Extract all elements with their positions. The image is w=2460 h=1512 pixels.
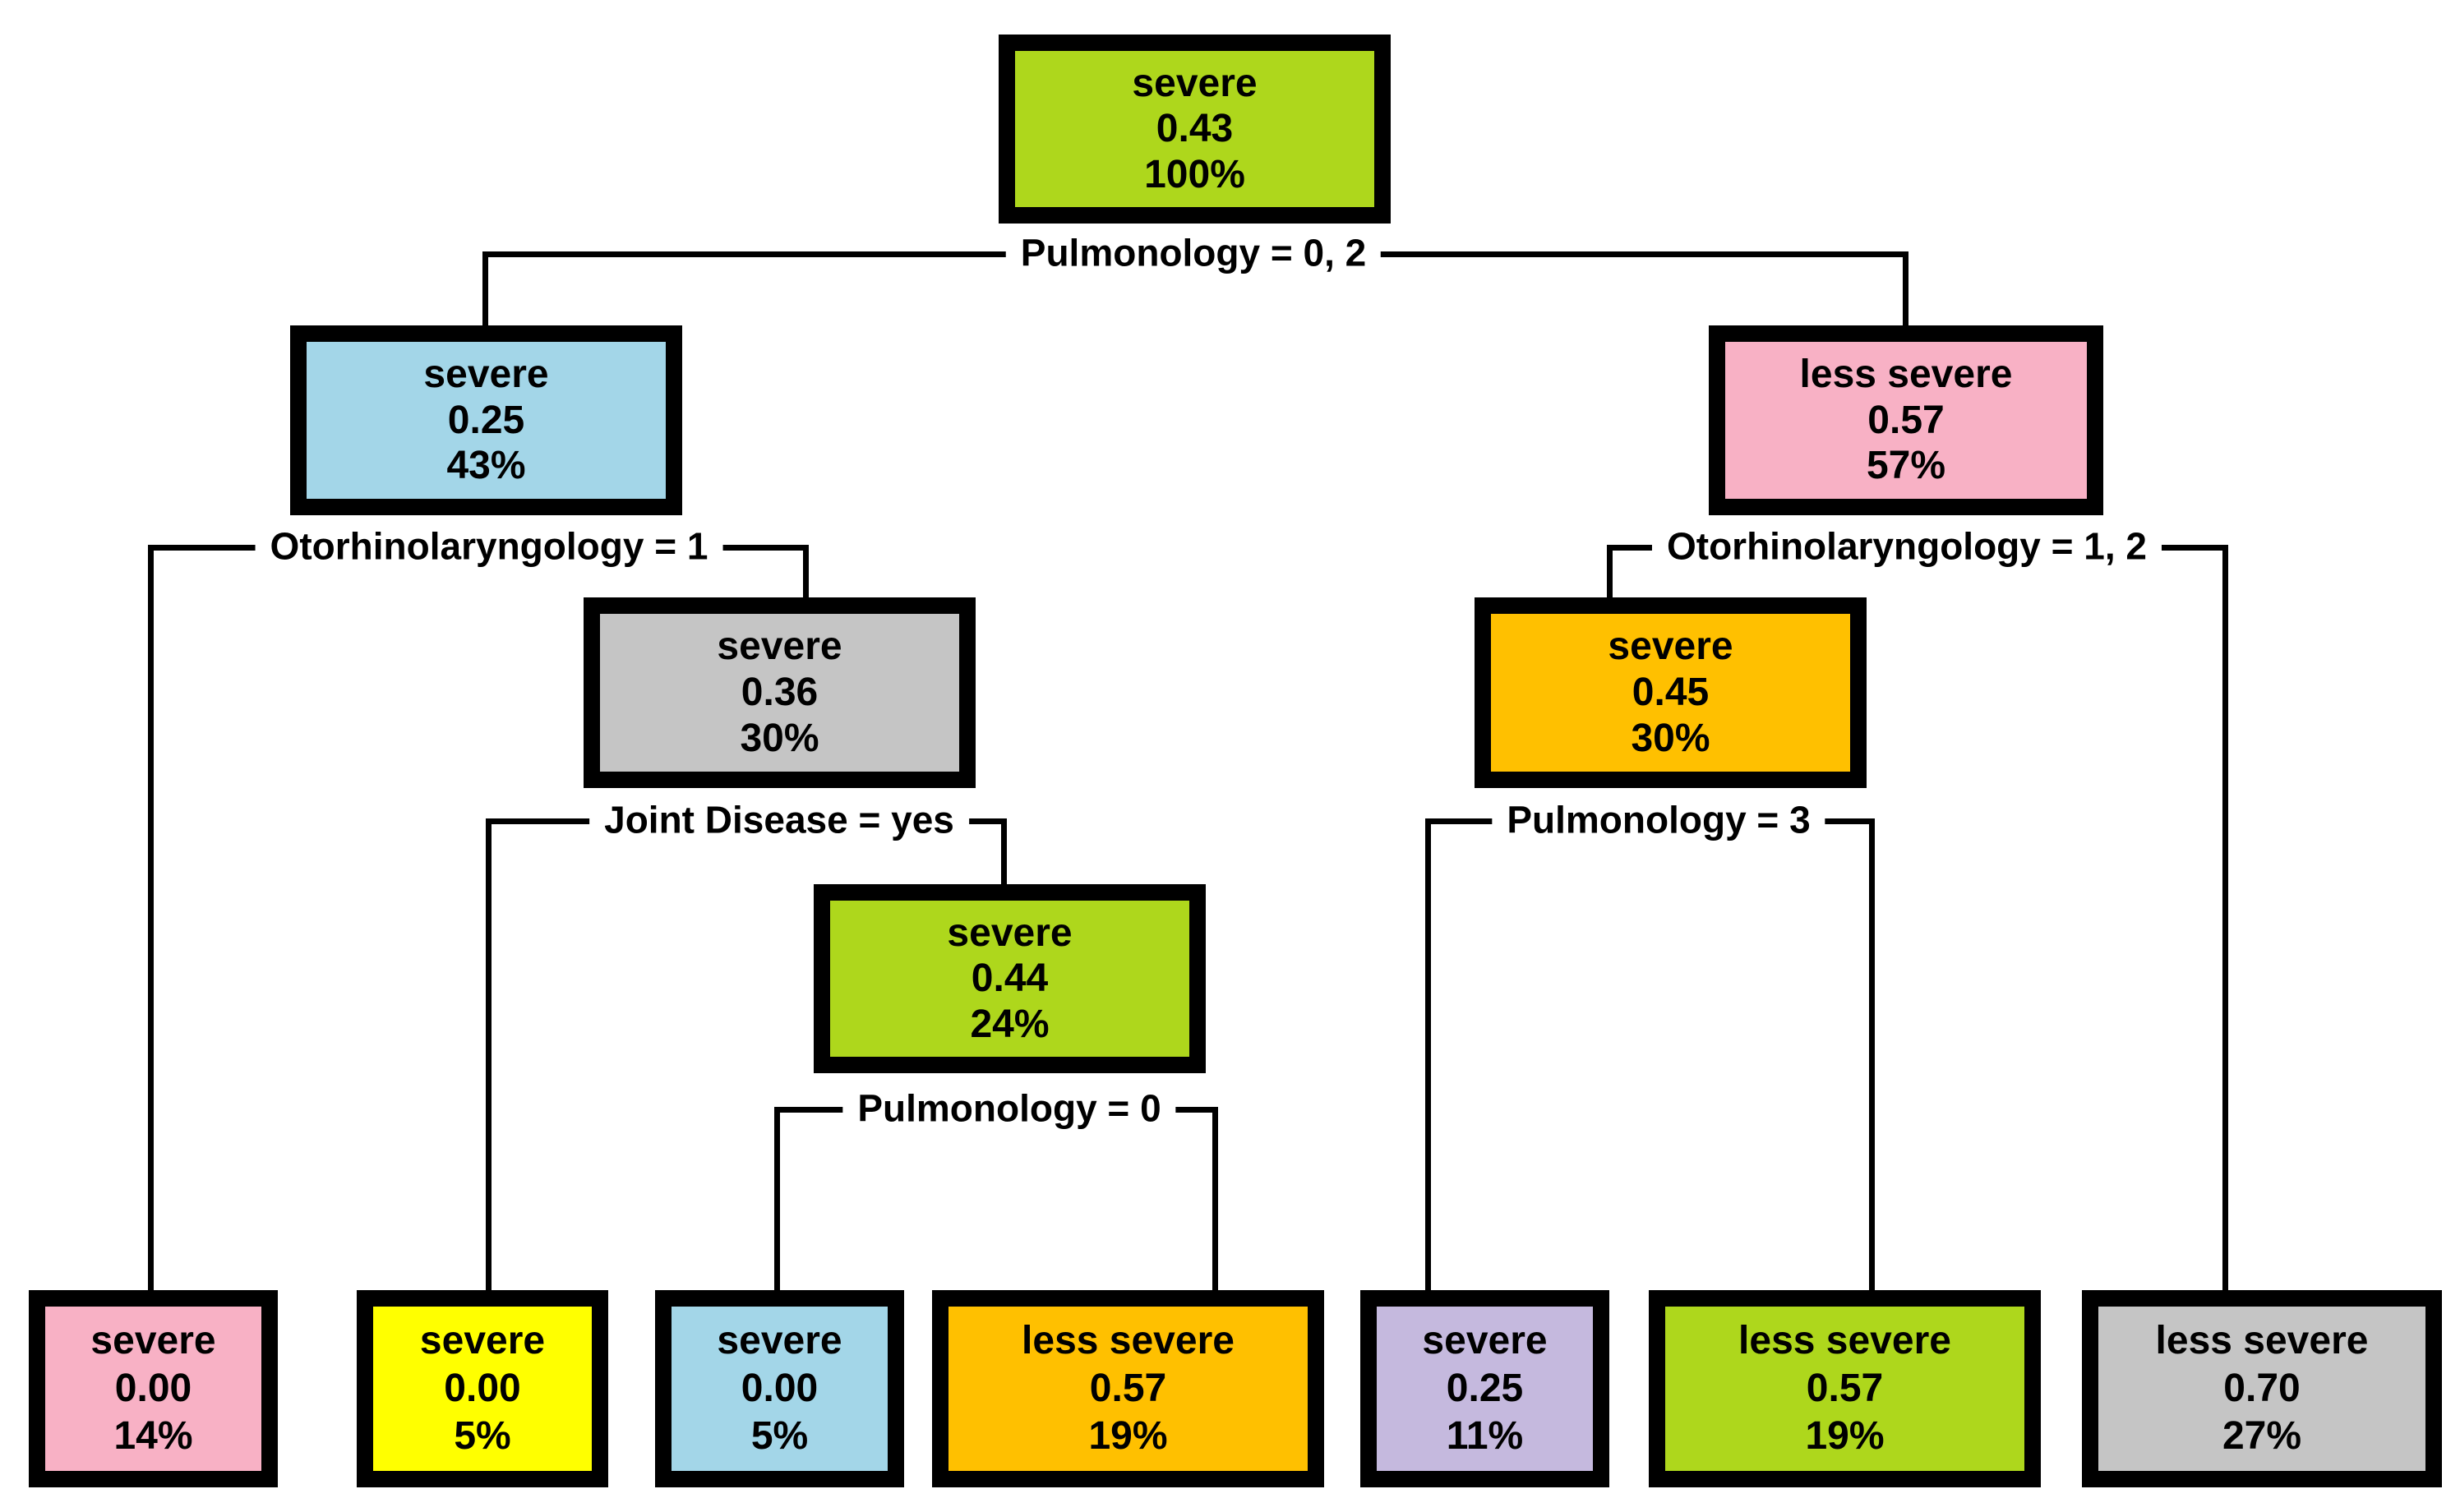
node-percentage: 43%: [446, 444, 526, 488]
connector-s6-drop-right: [1869, 818, 1875, 1290]
node-severe-24: severe 0.44 24%: [814, 884, 1206, 1073]
node-class-label: less severe: [1738, 1319, 1951, 1362]
split-label-pulmonology-3: Pulmonology = 3: [1492, 800, 1825, 841]
node-probability: 0.00: [444, 1367, 521, 1410]
node-severe-43: severe 0.25 43%: [290, 325, 682, 515]
node-probability: 0.45: [1632, 671, 1710, 714]
node-percentage: 30%: [740, 717, 819, 760]
split-label-otorhinolaryngology-1: Otorhinolaryngology = 1: [255, 526, 723, 568]
leaf-less-severe-27: less severe 0.70 27%: [2082, 1290, 2442, 1487]
node-percentage: 57%: [1866, 444, 1946, 488]
node-class-label: less severe: [1799, 352, 2013, 396]
node-percentage: 100%: [1144, 152, 1245, 196]
node-probability: 0.57: [1806, 1367, 1884, 1410]
split-label-pulmonology-0-2: Pulmonology = 0, 2: [1005, 233, 1382, 274]
node-class-label: less severe: [2155, 1319, 2369, 1362]
leaf-severe-11: severe 0.25 11%: [1360, 1290, 1609, 1487]
node-percentage: 14%: [113, 1414, 193, 1458]
node-probability: 0.36: [741, 671, 819, 714]
node-probability: 0.57: [1089, 1367, 1167, 1410]
node-probability: 0.44: [971, 957, 1049, 1000]
node-probability: 0.00: [114, 1367, 192, 1410]
node-class-label: severe: [90, 1319, 216, 1362]
node-percentage: 30%: [1631, 717, 1710, 760]
node-root-severe-100: severe 0.43 100%: [999, 35, 1391, 224]
connector-s6-drop-left: [1425, 818, 1431, 1290]
leaf-less-severe-19-orange: less severe 0.57 19%: [932, 1290, 1324, 1487]
connector-s5-drop-left: [1607, 545, 1613, 597]
leaf-severe-5-blue: severe 0.00 5%: [655, 1290, 904, 1487]
connector-s3-drop-right: [1001, 818, 1007, 884]
split-label-joint-disease-yes: Joint Disease = yes: [589, 800, 969, 841]
node-class-label: severe: [1132, 61, 1258, 105]
node-percentage: 27%: [2222, 1414, 2302, 1458]
connector-s3-drop-left: [486, 818, 492, 1290]
node-probability: 0.25: [1446, 1367, 1524, 1410]
node-probability: 0.70: [2223, 1367, 2301, 1410]
connector-s5-drop-right: [2222, 545, 2228, 1290]
node-severe-30-gray: severe 0.36 30%: [584, 597, 976, 788]
node-percentage: 24%: [970, 1002, 1050, 1046]
node-class-label: severe: [717, 625, 842, 668]
node-probability: 0.00: [741, 1367, 819, 1410]
leaf-less-severe-19-green: less severe 0.57 19%: [1649, 1290, 2041, 1487]
node-percentage: 5%: [750, 1414, 809, 1458]
node-less-severe-57: less severe 0.57 57%: [1709, 325, 2103, 515]
connector-s1-drop-left: [482, 251, 488, 325]
node-class-label: less severe: [1022, 1319, 1235, 1362]
node-probability: 0.25: [447, 398, 525, 442]
connector-s4-drop-right: [1212, 1107, 1218, 1290]
connector-s1-drop-right: [1903, 251, 1908, 325]
leaf-severe-14: severe 0.00 14%: [29, 1290, 278, 1487]
connector-s4-drop-left: [774, 1107, 780, 1290]
split-label-pulmonology-0: Pulmonology = 0: [842, 1088, 1176, 1130]
node-class-label: severe: [419, 1319, 546, 1362]
node-percentage: 19%: [1088, 1414, 1168, 1458]
node-probability: 0.57: [1867, 398, 1945, 442]
node-class-label: severe: [717, 1319, 842, 1362]
node-class-label: severe: [1608, 625, 1733, 668]
node-probability: 0.43: [1156, 107, 1234, 150]
node-percentage: 5%: [454, 1414, 511, 1458]
node-class-label: severe: [947, 910, 1073, 955]
node-percentage: 19%: [1805, 1414, 1885, 1458]
connector-s2-drop-right: [803, 545, 809, 597]
leaf-severe-5-yellow: severe 0.00 5%: [357, 1290, 608, 1487]
node-class-label: severe: [423, 352, 549, 396]
node-percentage: 11%: [1446, 1414, 1524, 1458]
node-severe-30-orange: severe 0.45 30%: [1475, 597, 1867, 788]
node-class-label: severe: [1422, 1319, 1548, 1362]
split-label-otorhinolaryngology-1-2: Otorhinolaryngology = 1, 2: [1651, 526, 2162, 568]
connector-s2-drop-left: [148, 545, 154, 1290]
